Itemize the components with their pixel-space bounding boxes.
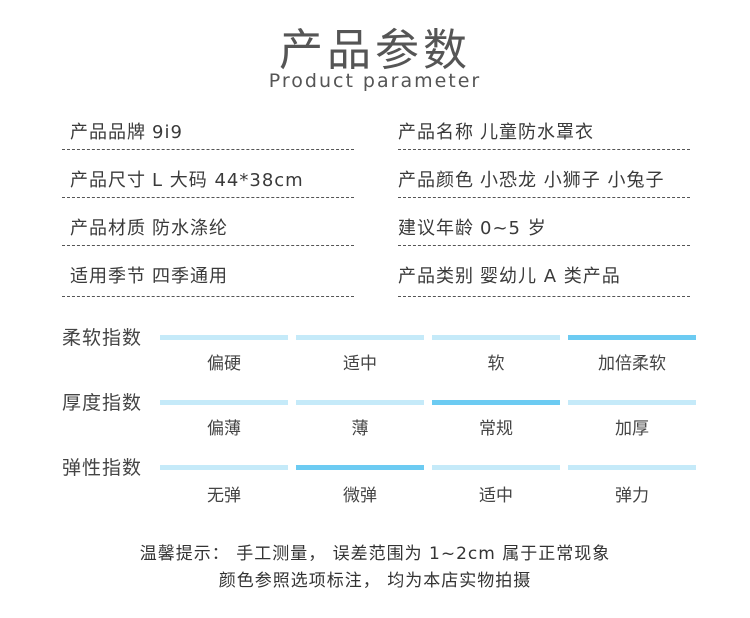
thickness-index-label: 厚度指数	[62, 392, 143, 414]
divider	[62, 149, 354, 150]
divider	[62, 197, 354, 198]
param-label: 适用季节	[70, 266, 146, 287]
param-value: 防水涤纶	[152, 218, 228, 239]
softness-bar-segment	[432, 335, 560, 340]
elasticity-bar-segment	[296, 465, 424, 470]
param-label: 产品颜色	[398, 170, 474, 191]
thickness-bar-segment	[160, 400, 288, 405]
param-material: 产品材质防水涤纶	[70, 214, 228, 240]
elasticity-bar-segment	[568, 465, 696, 470]
thickness-option: 薄	[351, 419, 369, 439]
softness-index-label: 柔软指数	[62, 327, 143, 349]
elasticity-bar-segment	[160, 465, 288, 470]
elasticity-option: 无弹	[207, 486, 241, 506]
thickness-bar-segment	[296, 400, 424, 405]
softness-bar-segment	[296, 335, 424, 340]
page-title: 产品参数	[279, 25, 471, 76]
param-size: 产品尺寸 L 大码 44*38cm	[70, 166, 304, 192]
thickness-option: 偏薄	[207, 419, 241, 439]
param-value: 儿童防水罩衣	[480, 122, 594, 143]
thickness-bar-segment	[432, 400, 560, 405]
elasticity-option: 适中	[479, 486, 513, 506]
divider	[398, 296, 690, 297]
divider	[62, 245, 354, 246]
param-season: 适用季节四季通用	[70, 262, 228, 288]
thickness-bar-segment	[568, 400, 696, 405]
softness-option: 适中	[343, 354, 377, 374]
param-value: 9i9	[152, 122, 183, 143]
param-label: 产品品牌	[70, 122, 146, 143]
param-color: 产品颜色小恐龙 小狮子 小兔子	[398, 166, 664, 192]
softness-bar-segment	[160, 335, 288, 340]
param-value: L 大码 44*38cm	[152, 170, 304, 191]
page-subtitle: Product parameter	[268, 70, 482, 92]
param-label: 建议年龄	[398, 218, 474, 239]
softness-option: 加倍柔软	[598, 354, 666, 374]
softness-option: 偏硬	[207, 354, 241, 374]
thickness-option: 常规	[479, 419, 513, 439]
param-category: 产品类别婴幼儿 A 类产品	[398, 262, 621, 288]
softness-bar-segment	[568, 335, 696, 340]
param-label: 产品尺寸	[70, 170, 146, 191]
elasticity-index-label: 弹性指数	[62, 457, 143, 479]
param-name: 产品名称儿童防水罩衣	[398, 118, 594, 144]
param-label: 产品类别	[398, 266, 474, 287]
softness-option: 软	[487, 354, 505, 374]
elasticity-option: 微弹	[343, 486, 377, 506]
thickness-option: 加厚	[615, 419, 649, 439]
param-value: 婴幼儿 A 类产品	[480, 266, 621, 287]
param-label: 产品名称	[398, 122, 474, 143]
param-age: 建议年龄 0~5 岁	[398, 214, 547, 240]
param-value: 四季通用	[152, 266, 228, 287]
param-value: 小恐龙 小狮子 小兔子	[480, 170, 665, 191]
notice-line-2: 颜色参照选项标注， 均为本店实物拍摄	[218, 571, 532, 591]
elasticity-option: 弹力	[615, 486, 649, 506]
elasticity-bar-segment	[432, 465, 560, 470]
divider	[398, 245, 690, 246]
divider	[398, 197, 690, 198]
divider	[398, 149, 690, 150]
param-value: 0~5 岁	[480, 218, 547, 239]
notice-line-1: 温馨提示： 手工测量， 误差范围为 1~2cm 属于正常现象	[139, 544, 611, 564]
param-brand: 产品品牌 9i9	[70, 118, 183, 144]
divider	[62, 296, 354, 297]
param-label: 产品材质	[70, 218, 146, 239]
